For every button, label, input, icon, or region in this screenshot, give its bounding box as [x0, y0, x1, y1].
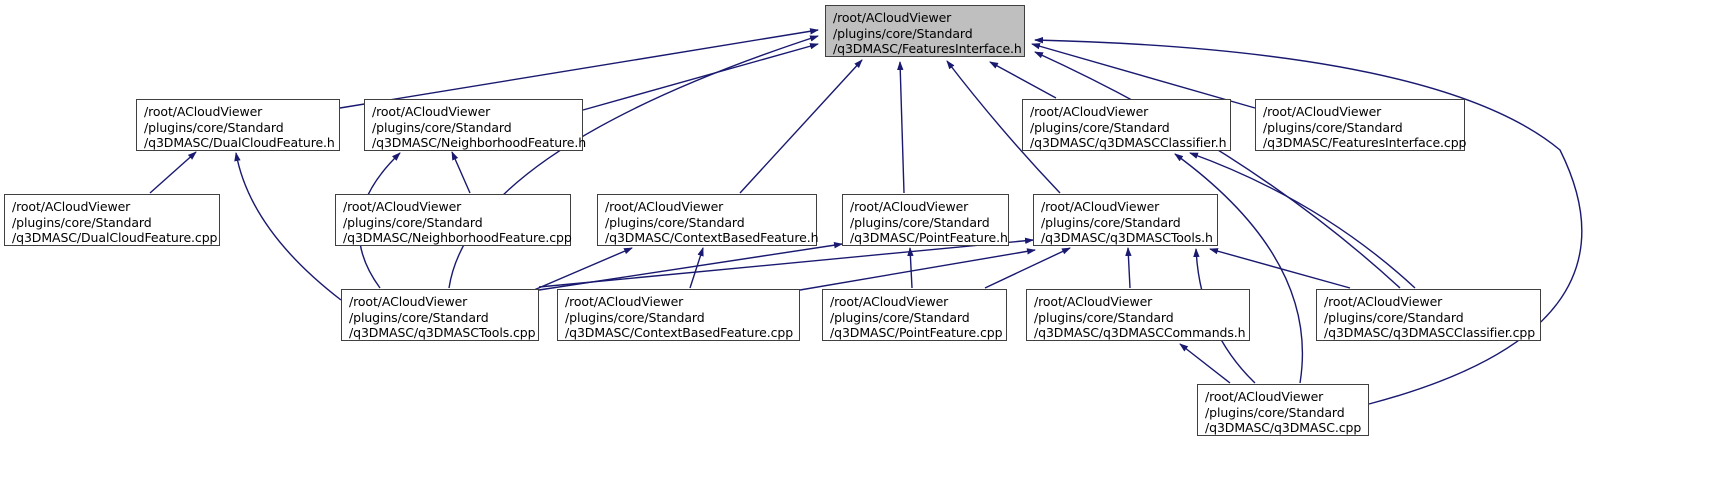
node-line: /root/ACloudViewer	[1041, 199, 1160, 214]
node-line: /plugins/core/Standard	[144, 119, 284, 135]
node-line: /q3DMASC/q3DMASCTools.cpp	[349, 325, 536, 340]
node-q3dmasc-cpp[interactable]: /root/ACloudViewer/plugins/core/Standard…	[1197, 384, 1369, 436]
node-line: /plugins/core/Standard	[1263, 119, 1403, 135]
node-q3dmasc-tools-cpp[interactable]: /root/ACloudViewer/plugins/core/Standard…	[341, 289, 539, 341]
node-line: /root/ACloudViewer	[1030, 104, 1149, 119]
node-line: /root/ACloudViewer	[12, 199, 131, 214]
node-line: /root/ACloudViewer	[144, 104, 263, 119]
node-line: /plugins/core/Standard	[605, 214, 745, 230]
node-line: /root/ACloudViewer	[565, 294, 684, 309]
node-line: /q3DMASC/FeaturesInterface.cpp	[1263, 135, 1467, 150]
node-line: /plugins/core/Standard	[833, 25, 973, 41]
node-line: /root/ACloudViewer	[372, 104, 491, 119]
node-point-feature-h[interactable]: /root/ACloudViewer/plugins/core/Standard…	[842, 194, 1009, 246]
node-line: /q3DMASC/NeighborhoodFeature.cpp	[343, 230, 572, 245]
node-line: /plugins/core/Standard	[850, 214, 990, 230]
node-line: /q3DMASC/q3DMASCClassifier.h	[1030, 135, 1227, 150]
node-neighborhood-feature-h[interactable]: /root/ACloudViewer/plugins/core/Standard…	[364, 99, 587, 151]
node-point-feature-cpp[interactable]: /root/ACloudViewer/plugins/core/Standard…	[822, 289, 1007, 341]
node-line: /plugins/core/Standard	[12, 214, 152, 230]
node-line: /q3DMASC/DualCloudFeature.cpp	[12, 230, 218, 245]
node-context-based-feature-h[interactable]: /root/ACloudViewer/plugins/core/Standard…	[597, 194, 819, 246]
node-line: /q3DMASC/PointFeature.h	[850, 230, 1008, 245]
node-line: /plugins/core/Standard	[349, 309, 489, 325]
node-line: /q3DMASC/DualCloudFeature.h	[144, 135, 335, 150]
node-line: /plugins/core/Standard	[1324, 309, 1464, 325]
node-line: /q3DMASC/FeaturesInterface.h	[833, 41, 1022, 56]
node-features-interface-h[interactable]: /root/ACloudViewer/plugins/core/Standard…	[825, 5, 1025, 57]
node-line: /plugins/core/Standard	[830, 309, 970, 325]
node-line: /root/ACloudViewer	[830, 294, 949, 309]
node-line: /q3DMASC/ContextBasedFeature.cpp	[565, 325, 794, 340]
node-q3dmasc-tools-h[interactable]: /root/ACloudViewer/plugins/core/Standard…	[1033, 194, 1218, 246]
node-line: /plugins/core/Standard	[1034, 309, 1174, 325]
node-line: /plugins/core/Standard	[565, 309, 705, 325]
node-line: /plugins/core/Standard	[1205, 404, 1345, 420]
node-line: /q3DMASC/PointFeature.cpp	[830, 325, 1003, 340]
node-line: /q3DMASC/ContextBasedFeature.h	[605, 230, 819, 245]
node-line: /plugins/core/Standard	[1030, 119, 1170, 135]
node-features-interface-cpp[interactable]: /root/ACloudViewer/plugins/core/Standard…	[1255, 99, 1467, 151]
node-line: /plugins/core/Standard	[372, 119, 512, 135]
node-dual-cloud-feature-h[interactable]: /root/ACloudViewer/plugins/core/Standard…	[136, 99, 340, 151]
node-line: /q3DMASC/q3DMASCTools.h	[1041, 230, 1213, 245]
node-line: /plugins/core/Standard	[1041, 214, 1181, 230]
node-line: /q3DMASC/q3DMASCClassifier.cpp	[1324, 325, 1536, 340]
node-line: /q3DMASC/NeighborhoodFeature.h	[372, 135, 587, 150]
node-neighborhood-feature-cpp[interactable]: /root/ACloudViewer/plugins/core/Standard…	[335, 194, 572, 246]
node-q3dmasc-commands-h[interactable]: /root/ACloudViewer/plugins/core/Standard…	[1026, 289, 1250, 341]
node-line: /root/ACloudViewer	[850, 199, 969, 214]
node-line: /root/ACloudViewer	[605, 199, 724, 214]
node-q3dmasc-classifier-h[interactable]: /root/ACloudViewer/plugins/core/Standard…	[1022, 99, 1231, 151]
node-line: /root/ACloudViewer	[349, 294, 468, 309]
node-line: /root/ACloudViewer	[1263, 104, 1382, 119]
node-line: /root/ACloudViewer	[1034, 294, 1153, 309]
node-context-based-feature-cpp[interactable]: /root/ACloudViewer/plugins/core/Standard…	[557, 289, 800, 341]
node-line: /root/ACloudViewer	[833, 10, 952, 25]
node-dual-cloud-feature-cpp[interactable]: /root/ACloudViewer/plugins/core/Standard…	[4, 194, 220, 246]
node-line: /root/ACloudViewer	[1205, 389, 1324, 404]
node-line: /root/ACloudViewer	[343, 199, 462, 214]
node-line: /q3DMASC/q3DMASC.cpp	[1205, 420, 1362, 435]
node-q3dmasc-classifier-cpp[interactable]: /root/ACloudViewer/plugins/core/Standard…	[1316, 289, 1541, 341]
node-line: /plugins/core/Standard	[343, 214, 483, 230]
node-line: /q3DMASC/q3DMASCCommands.h	[1034, 325, 1246, 340]
node-line: /root/ACloudViewer	[1324, 294, 1443, 309]
